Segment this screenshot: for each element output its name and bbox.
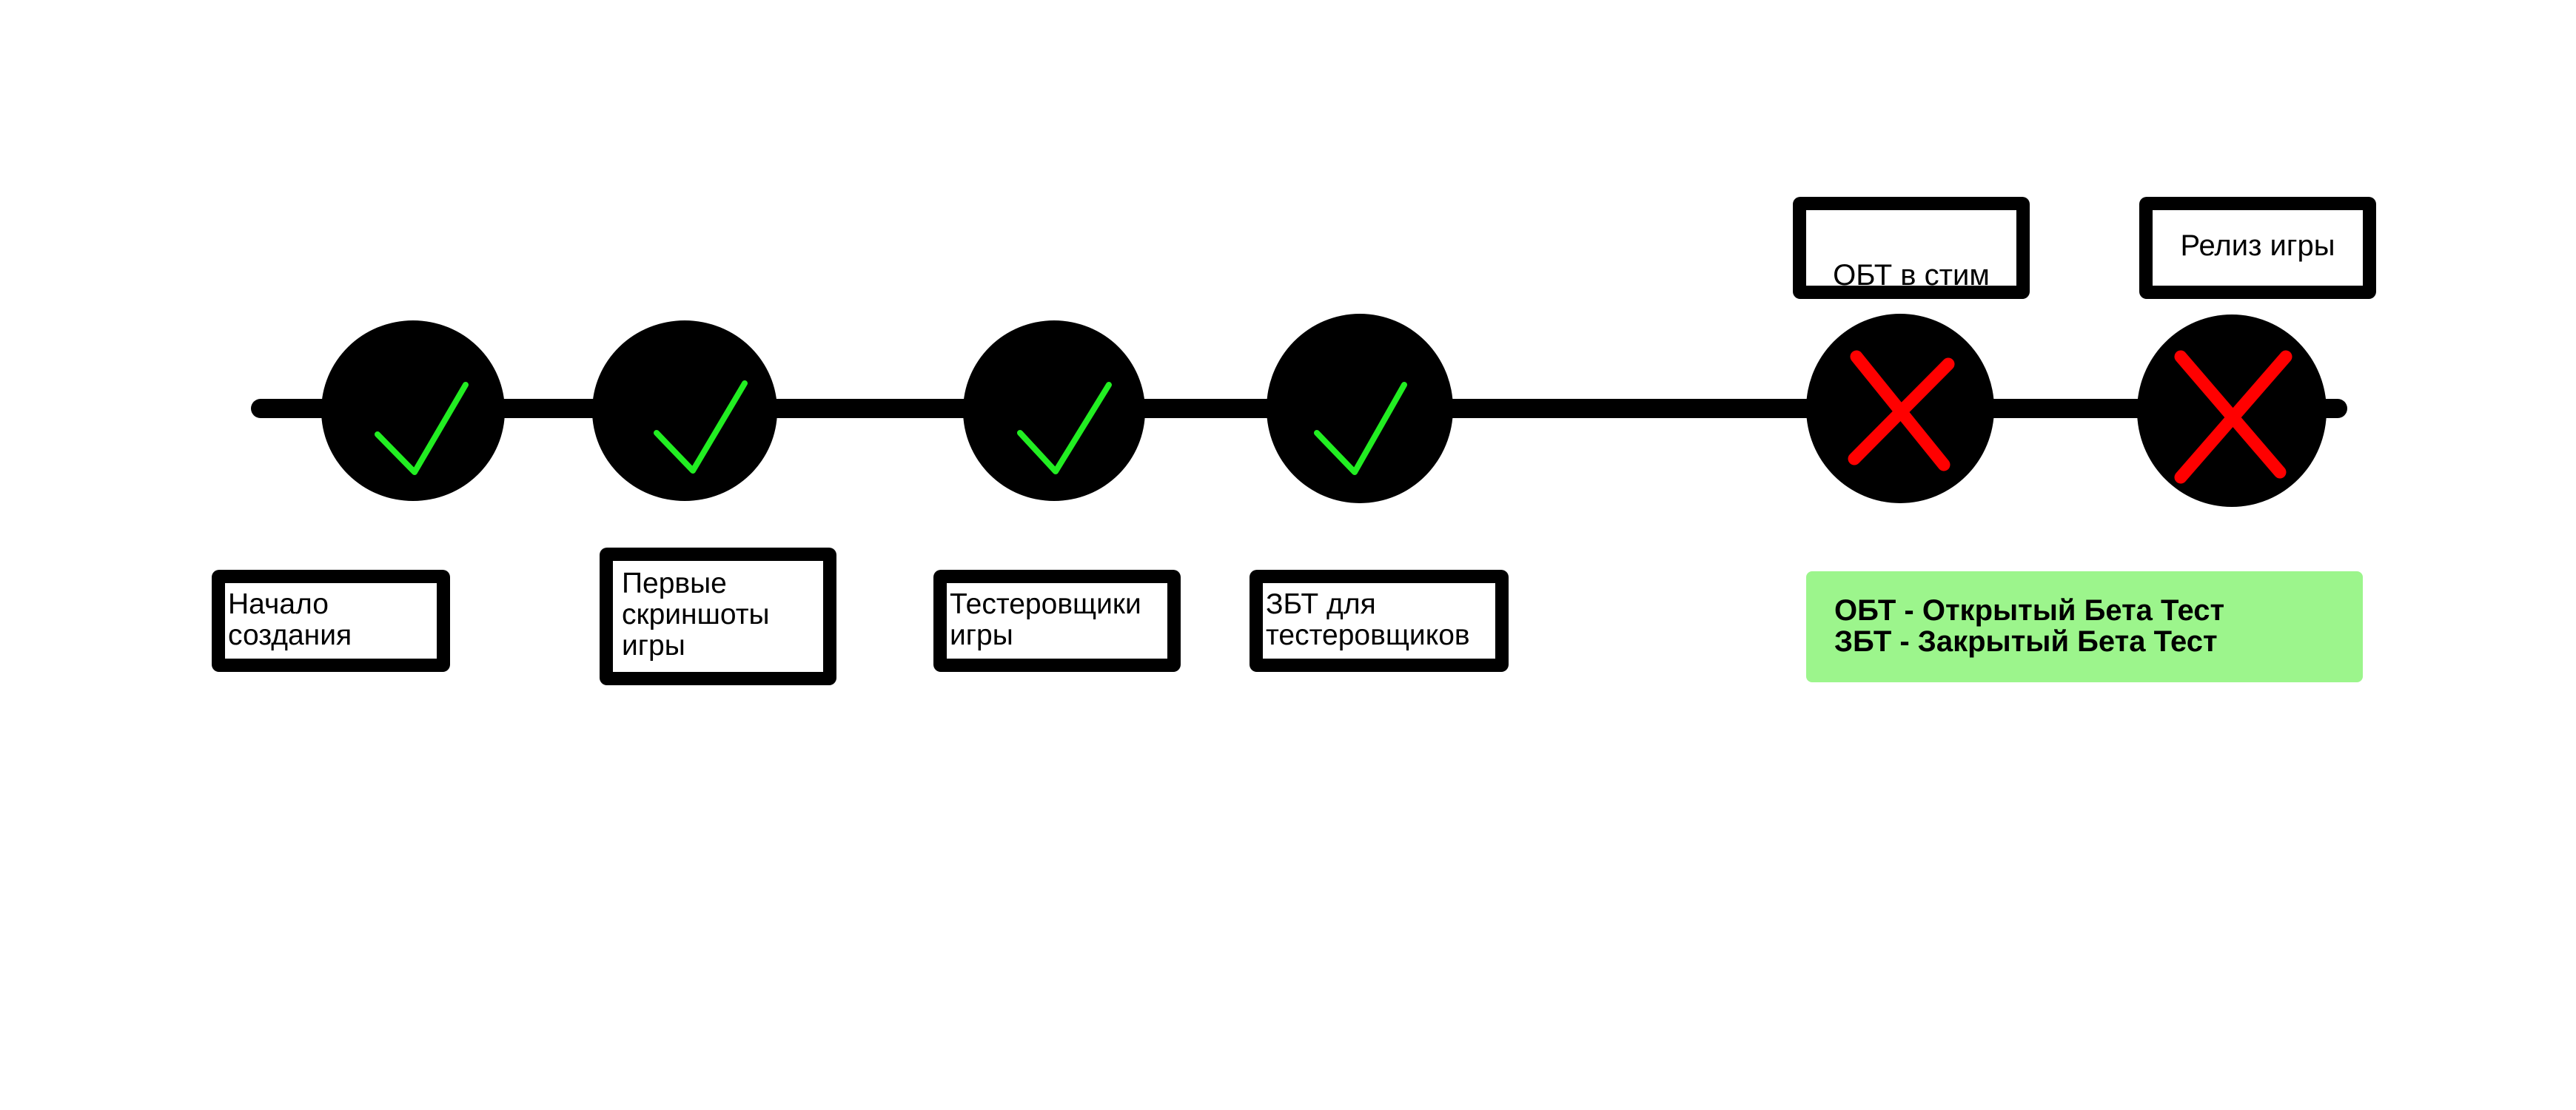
milestone-node-5 [1806,314,1994,503]
milestone-label-1: Начало создания [212,570,450,672]
milestone-label-6: Релиз игры [2139,197,2376,299]
milestone-title: ОБТ в стим [1833,259,1990,292]
cross-icon [2174,350,2292,484]
legend-line-zbt: ЗБТ - Закрытый Бета Тест [1834,625,2218,658]
checkmark-icon [1017,382,1112,474]
cross-icon [1848,350,1955,471]
checkmark-icon [654,380,748,474]
milestone-label-4: ЗБТ для тестеровщиков [1250,570,1509,672]
milestone-node-1 [321,320,505,501]
milestone-node-6 [2137,314,2327,507]
checkmark-icon [1314,382,1407,475]
milestone-label-3: Тестеровщики игры [933,570,1181,672]
milestone-label-2: Первые скриншоты игры [600,548,836,685]
abbreviations-legend: ОБТ - Открытый Бета Тест ЗБТ - Закрытый … [1806,571,2363,682]
milestone-node-4 [1267,314,1453,503]
milestone-node-3 [963,320,1145,501]
milestone-label-5: ОБТ в стим Цена не известна [1793,197,2030,299]
checkmark-icon [375,382,469,475]
milestone-node-2 [592,320,777,501]
legend-line-obt: ОБТ - Открытый Бета Тест [1834,594,2225,627]
milestone-note: Цена не известна [1859,291,1963,299]
